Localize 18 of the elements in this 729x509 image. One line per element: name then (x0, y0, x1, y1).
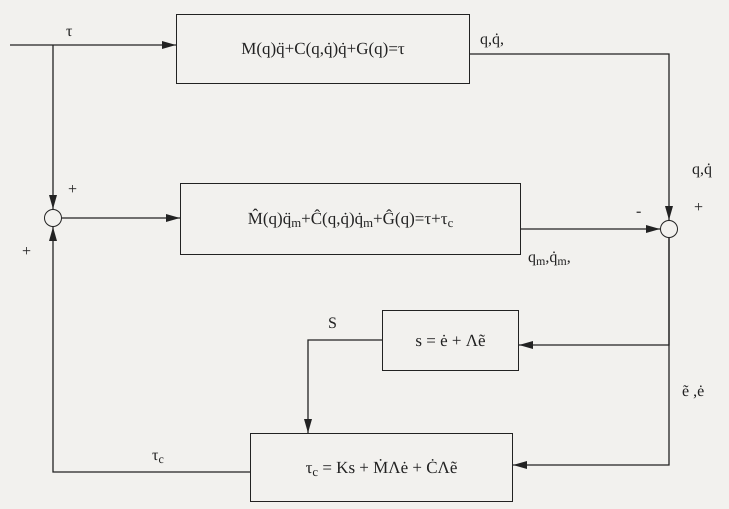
equation-box (382, 310, 519, 371)
equation: τ$_{c}$ = Ks + ṀΛė + ĊΛẽ (306, 456, 458, 480)
arrow (521, 225, 660, 233)
equation: s = ė + Λẽ (415, 330, 486, 352)
arrow (49, 45, 57, 209)
arrow (49, 227, 250, 473)
equation: M(q)q̈+C(q,q̇)q̇+G(q)=τ (241, 38, 405, 60)
equation: M̂(q)q̈$_{m}$+Ĉ(q,q̇)q̇$_{m}$+Ĝ(q)=τ+τ$_{c}$ (248, 208, 454, 232)
arrow (513, 238, 670, 469)
equation-box (176, 14, 470, 84)
equation-box (180, 183, 521, 255)
arrow (62, 214, 180, 222)
arrow (304, 339, 382, 433)
summing-junction (660, 220, 678, 238)
arrow (10, 41, 176, 49)
summing-junction (44, 209, 62, 227)
equation-box (250, 433, 513, 502)
arrow (470, 53, 673, 220)
